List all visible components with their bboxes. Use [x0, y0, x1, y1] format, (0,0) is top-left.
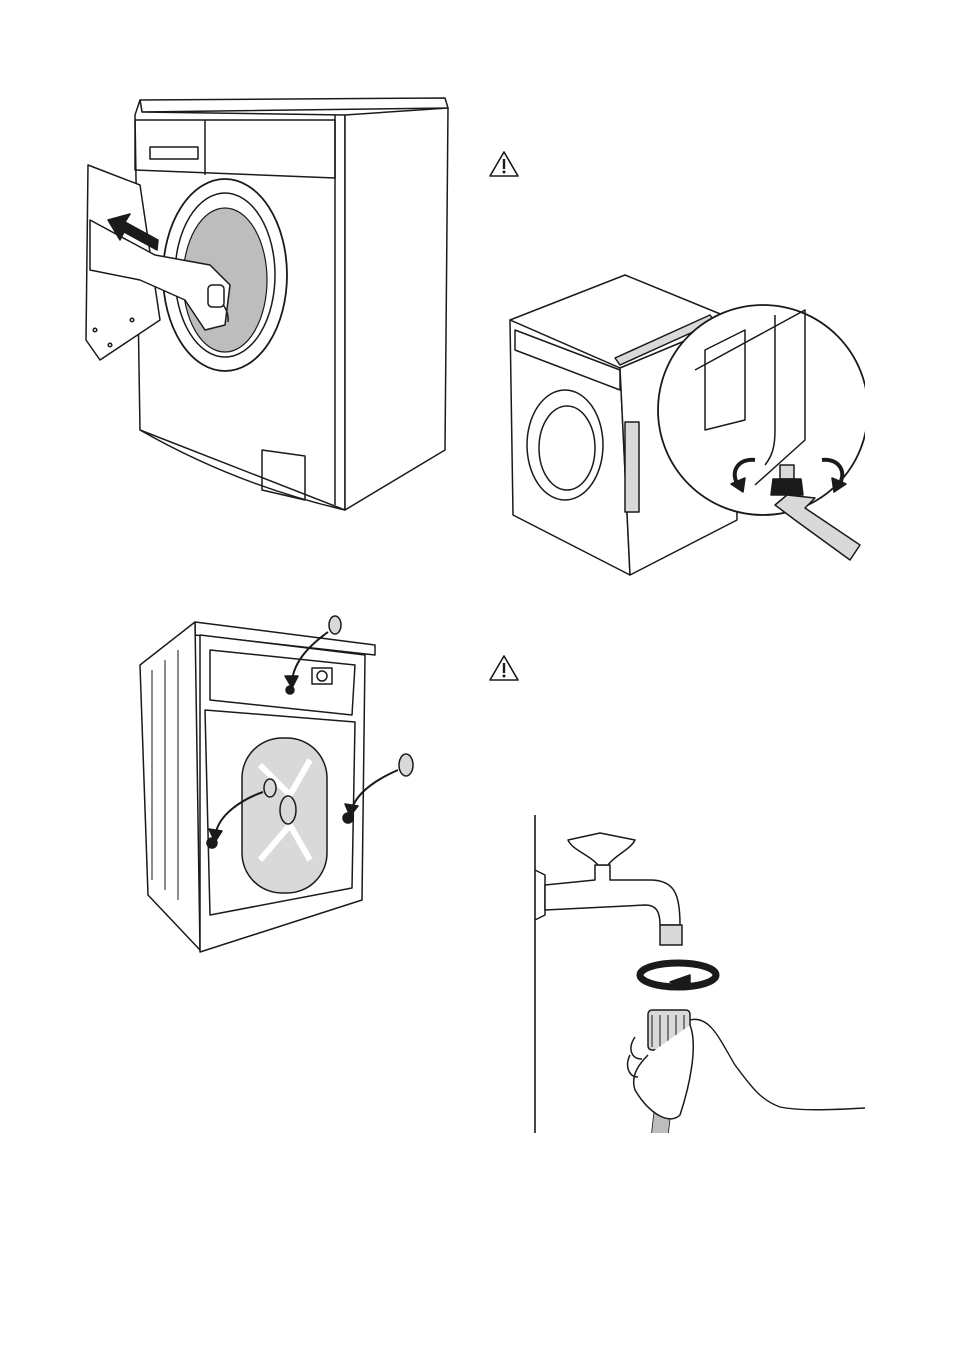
figure-connect-inlet-hose	[530, 815, 870, 1135]
figure-remove-transit-bolt	[80, 90, 460, 520]
figure-insert-plastic-caps	[130, 610, 430, 960]
figure-level-adjust-feet	[505, 270, 865, 580]
warning-triangle-icon	[488, 150, 520, 178]
warning-triangle-icon	[488, 654, 520, 682]
